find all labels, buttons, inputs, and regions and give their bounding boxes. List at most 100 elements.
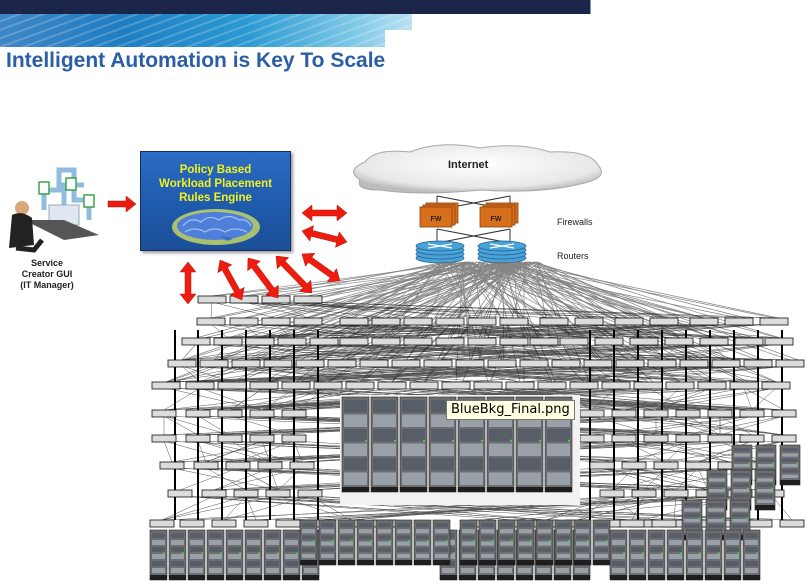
fabric-link [623, 415, 753, 436]
switch-icon [487, 359, 517, 368]
rack-unit [500, 547, 513, 552]
fabric-link [243, 323, 261, 339]
rack-unit [684, 503, 700, 507]
rack-unit [732, 503, 748, 507]
rack-base [648, 575, 665, 580]
switch-icon [621, 461, 647, 470]
rack-led [723, 488, 725, 490]
rack-unit [757, 499, 773, 503]
rack-unit [595, 541, 608, 546]
rack-unit [373, 400, 396, 413]
server-rack-icon [573, 519, 592, 566]
switch-icon [217, 381, 247, 390]
rack-unit [152, 568, 165, 573]
internet-label: Internet [448, 159, 489, 171]
rack-unit [462, 523, 475, 528]
switch-icon [537, 381, 567, 390]
rack-unit [631, 561, 644, 566]
label-line: Creator GUI [21, 269, 73, 279]
switch-icon [685, 461, 711, 470]
switch-icon [559, 337, 589, 346]
fabric-link [263, 365, 663, 383]
rack-unit [631, 540, 644, 545]
switch-icon [611, 409, 637, 418]
fabric-link [275, 323, 293, 339]
router-icon [477, 240, 527, 264]
rack-unit [378, 541, 391, 546]
switch-icon [759, 317, 789, 326]
rack-led [772, 463, 774, 465]
rack-unit [435, 553, 448, 558]
rack-unit [757, 483, 773, 487]
rack-unit [247, 533, 260, 538]
rack-base [743, 575, 760, 580]
rack-unit [688, 547, 701, 552]
fabric-link [623, 387, 745, 411]
uplink [215, 261, 504, 319]
rack-base [724, 575, 741, 580]
label-line: (IT Manager) [20, 280, 74, 290]
fabric-link [275, 301, 309, 319]
rack-unit [709, 494, 725, 498]
rack-base [517, 560, 534, 565]
switch-icon [743, 359, 773, 368]
slide-top-bar-edge [590, 0, 591, 14]
fabric-link [245, 343, 419, 361]
rack-led [258, 552, 260, 555]
rack-unit [378, 535, 391, 540]
rack-unit [321, 541, 334, 546]
fabric-link [223, 495, 311, 521]
switch-icon [371, 337, 401, 346]
rack-unit [726, 540, 739, 545]
arrow-engine-tier5 [301, 252, 341, 283]
switch-icon [651, 519, 677, 528]
server-rack-icon [516, 519, 535, 566]
rack-led [722, 518, 724, 520]
switch-icon [739, 434, 765, 443]
switch-icon [185, 381, 215, 390]
rack-led [481, 439, 483, 442]
rack-unit [402, 400, 425, 413]
rack-base [207, 575, 224, 580]
uplink [175, 261, 504, 383]
rack-unit [247, 540, 260, 545]
rack-unit [726, 561, 739, 566]
slide-title: Intelligent Automation is Key To Scale [6, 49, 386, 72]
rack-unit [402, 472, 425, 485]
rack-unit [518, 568, 531, 573]
rack-unit [152, 533, 165, 538]
rack-unit [745, 568, 758, 573]
rack-unit [726, 554, 739, 559]
switch-icon [601, 381, 631, 390]
switch-icon [309, 337, 339, 346]
switch-icon [599, 489, 625, 498]
switch-icon [707, 434, 733, 443]
rack-unit [576, 541, 589, 546]
rack-unit [547, 458, 570, 471]
fabric-link [275, 301, 483, 319]
rack-unit [247, 547, 260, 552]
switch-icon [614, 317, 644, 326]
rack-unit [266, 533, 279, 538]
rack-unit [431, 429, 454, 442]
fabric-link [243, 301, 309, 319]
rack-led [313, 540, 315, 543]
rack-unit [359, 553, 372, 558]
rack-base [433, 560, 450, 565]
rack-unit [228, 540, 241, 545]
rack-unit [684, 508, 700, 512]
rack-unit [190, 547, 203, 552]
rack-unit [782, 448, 798, 452]
rack-unit [500, 553, 513, 558]
fabric-link [629, 343, 780, 361]
server-rack-icon [282, 529, 301, 581]
switch-icon [403, 337, 433, 346]
rack-unit [266, 568, 279, 573]
rack-base [574, 560, 591, 565]
server-rack-icon [370, 396, 399, 493]
rack-base [593, 560, 610, 565]
rack-led [239, 552, 241, 555]
rack-unit [576, 547, 589, 552]
fabric-link [171, 467, 279, 491]
